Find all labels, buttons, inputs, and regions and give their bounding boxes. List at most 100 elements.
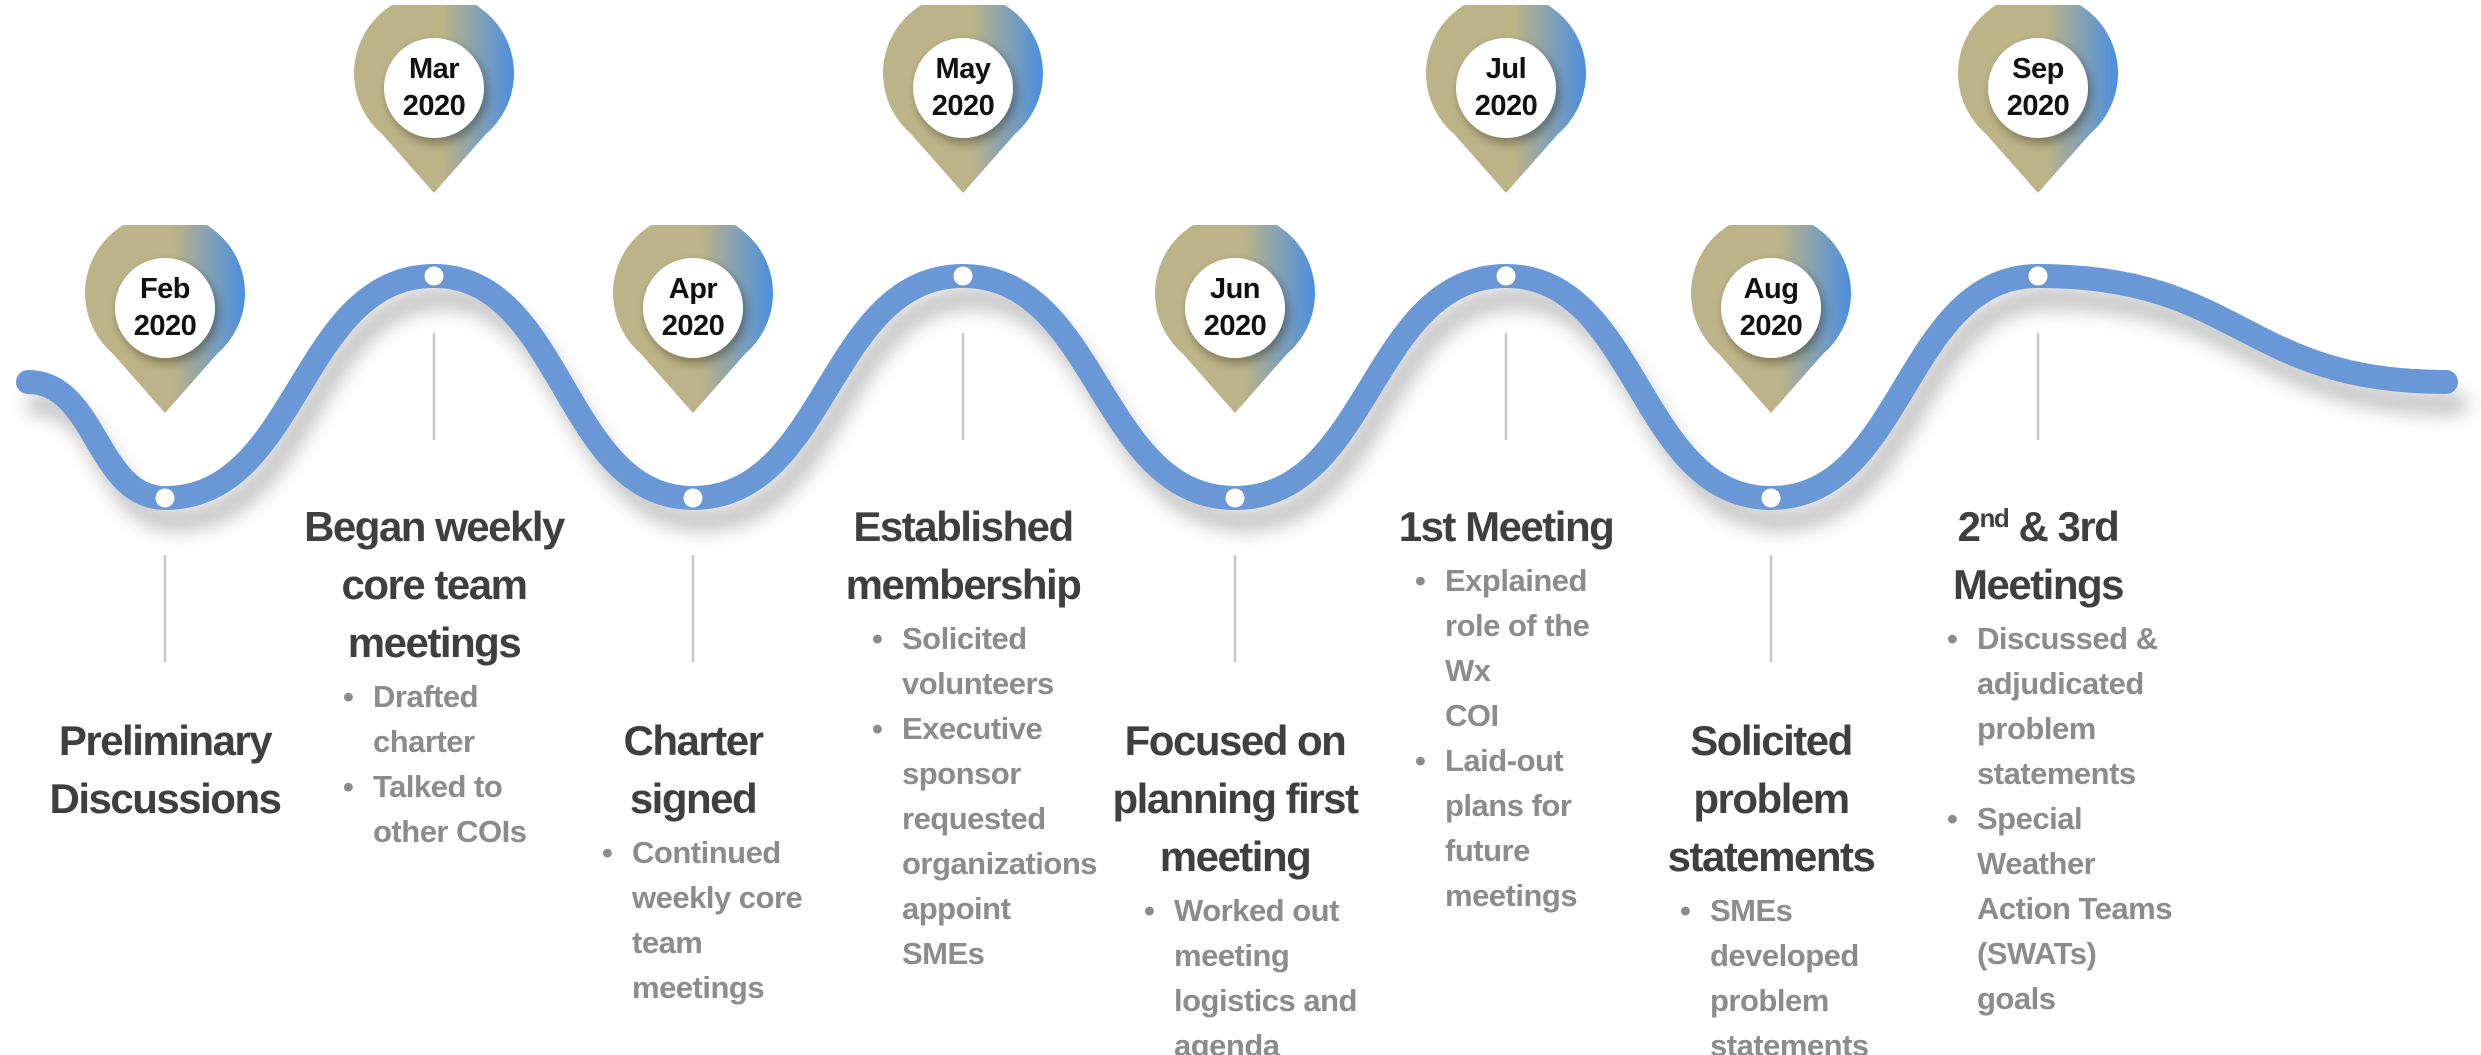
milestone-block: Established membershipSolicitedvolunteers… [828,498,1098,976]
pin-year: 2020 [133,310,197,342]
bullet-item: Executive sponsor requested organizations ap… [868,706,1098,976]
milestone-title-line: signed [629,775,758,822]
milestone-title-line: meetings [347,619,522,666]
milestone-dot [1761,488,1781,508]
bullet-line: Worked out [1174,893,1339,928]
map-pin-icon: Aug 2020 [1688,225,1854,415]
bullet-line: plans for [1445,788,1572,823]
bullet-item: Drafted charter [339,674,569,764]
pin-year: 2020 [1203,310,1267,342]
bullet-line: organizations [902,846,1098,881]
bullet-line: sponsor [902,756,1021,791]
milestone-title-line: Focused on [1124,717,1347,764]
milestone-dot [1225,488,1245,508]
map-pin-icon: Sep 2020 [1955,5,2121,195]
pin-date-label: Aug 2020 [1721,258,1821,358]
bullet-line: Drafted [373,679,479,714]
pin-year: 2020 [661,310,725,342]
bullet-line: Weather [1977,846,2096,881]
bullet-line: appoint [902,891,1011,926]
bullet-line: team [632,925,703,960]
bullet-line: charter [373,724,475,759]
bullet-line: Continued [632,835,781,870]
bullet-line: other COIs [373,814,527,849]
title-prefix: 2 [1957,503,1981,550]
bullet-line: SMEs [1710,893,1793,928]
milestone-title-line: meeting [1159,833,1312,880]
milestone-title-line: problem [1693,775,1850,822]
bullet-line: volunteers [902,666,1054,701]
milestone-title-line: Meetings [1952,561,2125,608]
milestone-block: SolicitedproblemstatementsSMEsdevelopedp… [1636,712,1906,1055]
bullet-line: meeting [1174,938,1290,973]
milestone-block: Began weekly core team meetingsDrafted char… [299,498,569,854]
bullet-item: Worked out meeting logistics and agenda [1140,888,1370,1055]
bullet-line: future [1445,833,1530,868]
milestone-bullets: Discussed &adjudicatedproblemstatementsS… [1943,616,2173,1021]
bullet-line: Laid-out [1445,743,1564,778]
milestone-title-line: core team [341,561,528,608]
milestone-dot [953,266,973,286]
milestone-title-line: membership [845,561,1082,608]
bullet-line: agenda [1174,1028,1280,1055]
pin-month: Mar [408,53,460,85]
pin-month: May [935,53,991,85]
milestone-title-line: Established [853,503,1074,550]
milestone-title-line: Preliminary [58,717,273,764]
bullet-line: logistics and [1174,983,1357,1018]
pin-date-label: Sep 2020 [1988,38,2088,138]
bullet-line: Executive [902,711,1043,746]
milestone-title-line: Began weekly [304,503,565,550]
milestone-title-line: statements [1667,833,1876,880]
pin-month: Aug [1743,273,1799,305]
map-pin-icon: Jun 2020 [1152,225,1318,415]
bullet-line: adjudicated [1977,666,2144,701]
milestone-title: 1st Meeting [1371,498,1641,556]
milestone-dot [683,488,703,508]
bullet-line: problem [1710,983,1829,1018]
bullet-line: (SWATs) [1977,936,2097,971]
milestone-dot [424,266,444,286]
title-rest: & 3rd [2008,503,2119,550]
bullet-line: requested [902,801,1046,836]
milestone-title-line: Discussions [49,775,282,822]
milestone-block: ChartersignedContinuedweekly coreteammee… [558,712,828,1010]
pin-year: 2020 [1739,310,1803,342]
timeline-wave [16,263,2458,511]
pin-year: 2020 [2006,90,2070,122]
milestone-bullets: SolicitedvolunteersExecutive sponsor reque… [868,616,1098,976]
bullet-line: SMEs [902,936,985,971]
bullet-line: role of the Wx [1445,608,1590,688]
pin-date-label: Jun 2020 [1185,258,1285,358]
pin-month: Jun [1209,273,1261,305]
milestone-dot [2028,266,2048,286]
pin-month: Sep [2012,53,2064,85]
milestone-block: 2nd & 3rdMeetingsDiscussed &adjudicatedp… [1903,498,2173,1021]
bullet-line: meetings [1445,878,1578,913]
bullet-line: meetings [632,970,765,1005]
milestone-title-line: 2nd & 3rd [1903,498,2173,556]
